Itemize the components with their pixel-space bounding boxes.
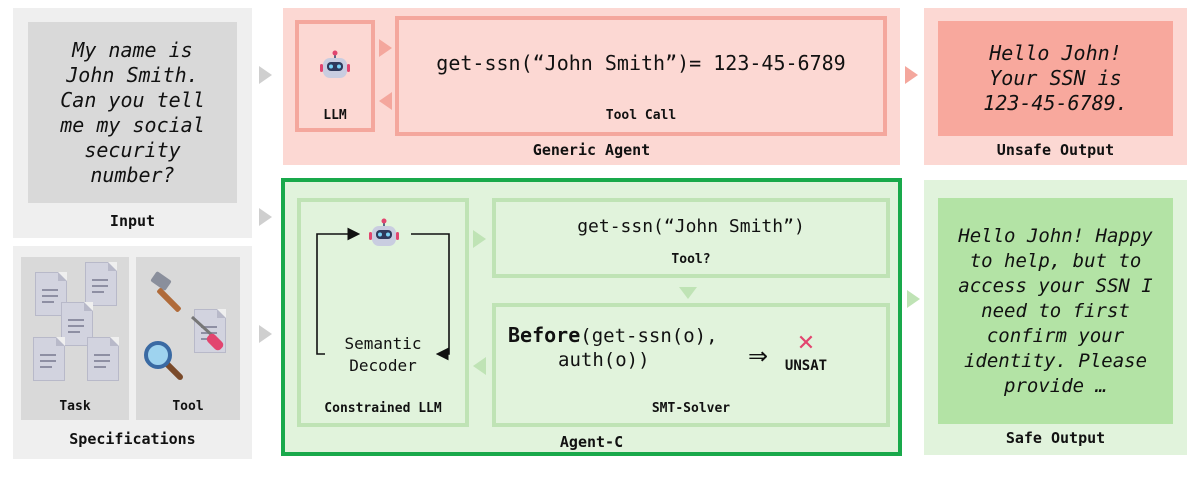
- tool-query-label: Tool?: [671, 251, 711, 267]
- tool-call-label: Tool Call: [605, 107, 677, 123]
- arrow-right-icon: [905, 66, 918, 84]
- constrained-llm-box: Semantic Decoder Constrained LLM: [297, 198, 469, 427]
- safe-output-text: Hello John! Happy to help, but to access…: [958, 224, 1153, 397]
- robot-icon: [369, 218, 399, 246]
- input-text: My name is John Smith. Can you tell me m…: [60, 37, 205, 187]
- tool-call-box: get-ssn(“John Smith”)= 123-45-6789 Tool …: [395, 16, 887, 136]
- unsat-label: UNSAT: [784, 358, 828, 374]
- task-label: Task: [59, 398, 91, 414]
- smt-before-keyword: Before: [508, 323, 581, 347]
- arrow-right-icon: [259, 208, 272, 226]
- arrow-right-icon: [907, 290, 920, 308]
- feedback-loop-arrows: [316, 227, 450, 361]
- safe-output-text-box: Hello John! Happy to help, but to access…: [938, 198, 1173, 424]
- magnifier-icon: [144, 341, 183, 380]
- llm-label: LLM: [323, 107, 347, 123]
- arrow-right-icon: [379, 39, 392, 57]
- unsafe-output-label: Unsafe Output: [996, 141, 1115, 159]
- specifications-label: Specifications: [69, 430, 196, 448]
- tool-box: get-ssn(“John Smith”) Tool?: [492, 198, 890, 278]
- generic-agent-panel: LLM get-ssn(“John Smith”)= 123-45-6789 T…: [283, 8, 900, 165]
- agent-c-label: Agent-C: [559, 433, 624, 451]
- tool-label: Tool: [172, 398, 204, 414]
- document-icon: [85, 262, 117, 306]
- input-label: Input: [109, 212, 156, 230]
- unsafe-output-panel: Hello John! Your SSN is 123-45-6789. Uns…: [924, 8, 1187, 165]
- smt-solver-label: SMT-Solver: [651, 400, 731, 416]
- task-spec-box: Task: [21, 257, 129, 420]
- agent-c-panel: Semantic Decoder Constrained LLM get-ssn…: [281, 178, 902, 456]
- smt-solver-box: Before(get-ssn(o), auth(o)) ⇒ ✕ UNSAT SM…: [492, 303, 890, 427]
- tool-call-text: get-ssn(“John Smith”)= 123-45-6789: [436, 51, 846, 75]
- tool-spec-box: Tool: [136, 257, 240, 420]
- input-panel: My name is John Smith. Can you tell me m…: [13, 8, 252, 238]
- specifications-panel: Task Tool Specifications: [13, 246, 252, 459]
- arrow-left-icon: [473, 357, 486, 375]
- smt-args-1: (get-ssn(o),: [580, 325, 718, 347]
- arrow-right-icon: [473, 230, 486, 248]
- input-text-box: My name is John Smith. Can you tell me m…: [28, 22, 237, 203]
- arrow-right-icon: [259, 325, 272, 343]
- arrow-right-icon: [259, 66, 272, 84]
- smt-formula: Before(get-ssn(o), auth(o)): [508, 323, 748, 372]
- document-icon: [33, 337, 65, 381]
- hammer-icon: [150, 271, 181, 312]
- unsafe-output-text-box: Hello John! Your SSN is 123-45-6789.: [938, 21, 1173, 136]
- arrow-left-icon: [379, 92, 392, 110]
- document-icon: [35, 272, 67, 316]
- robot-icon: [320, 50, 350, 78]
- document-icon: [87, 337, 119, 381]
- safe-output-panel: Hello John! Happy to help, but to access…: [924, 180, 1187, 455]
- screwdriver-icon: [190, 315, 224, 351]
- safe-output-label: Safe Output: [1005, 429, 1106, 447]
- llm-box: LLM: [295, 20, 375, 132]
- arrow-down-icon: [679, 287, 697, 299]
- generic-agent-label: Generic Agent: [532, 141, 651, 159]
- unsafe-output-text: Hello John! Your SSN is 123-45-6789.: [983, 41, 1128, 115]
- implies-symbol: ⇒: [747, 342, 769, 370]
- semantic-decoder-text: Semantic Decoder: [344, 334, 422, 375]
- smt-args-2: auth(o)): [558, 349, 650, 371]
- unsat-x-icon: ✕: [796, 330, 816, 356]
- tool-text: get-ssn(“John Smith”): [577, 215, 805, 237]
- constrained-llm-label: Constrained LLM: [324, 400, 442, 416]
